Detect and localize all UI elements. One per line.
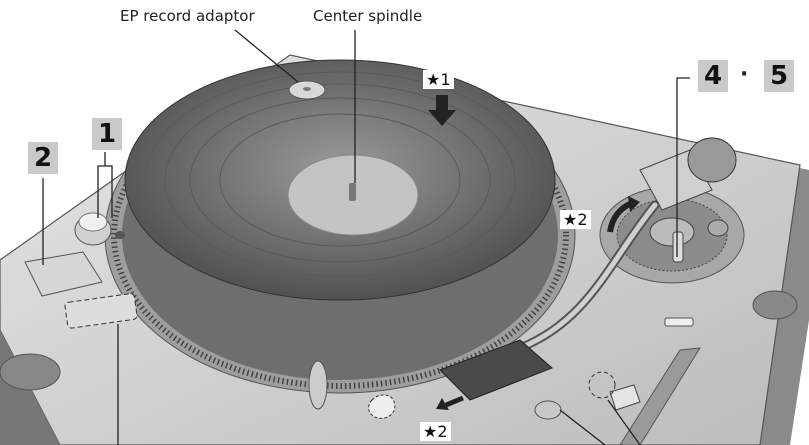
center-spindle-label: Center spindle	[313, 7, 422, 25]
star-2-marker-bottom: ★2	[420, 422, 451, 441]
spindle-pin	[349, 183, 356, 201]
step-5-badge: 5	[764, 60, 794, 92]
step-separator: ·	[740, 62, 748, 87]
step-1-badge: 1	[92, 118, 122, 150]
step-2-badge: 2	[28, 142, 58, 174]
record	[125, 60, 555, 300]
star-1-marker: ★1	[423, 70, 454, 89]
step-4-badge: 4	[698, 60, 728, 92]
ep-adaptor-label: EP record adaptor	[120, 7, 255, 25]
lift-lever	[673, 232, 683, 262]
stylus-light	[309, 361, 327, 409]
star-2-marker-tonearm: ★2	[560, 210, 591, 229]
